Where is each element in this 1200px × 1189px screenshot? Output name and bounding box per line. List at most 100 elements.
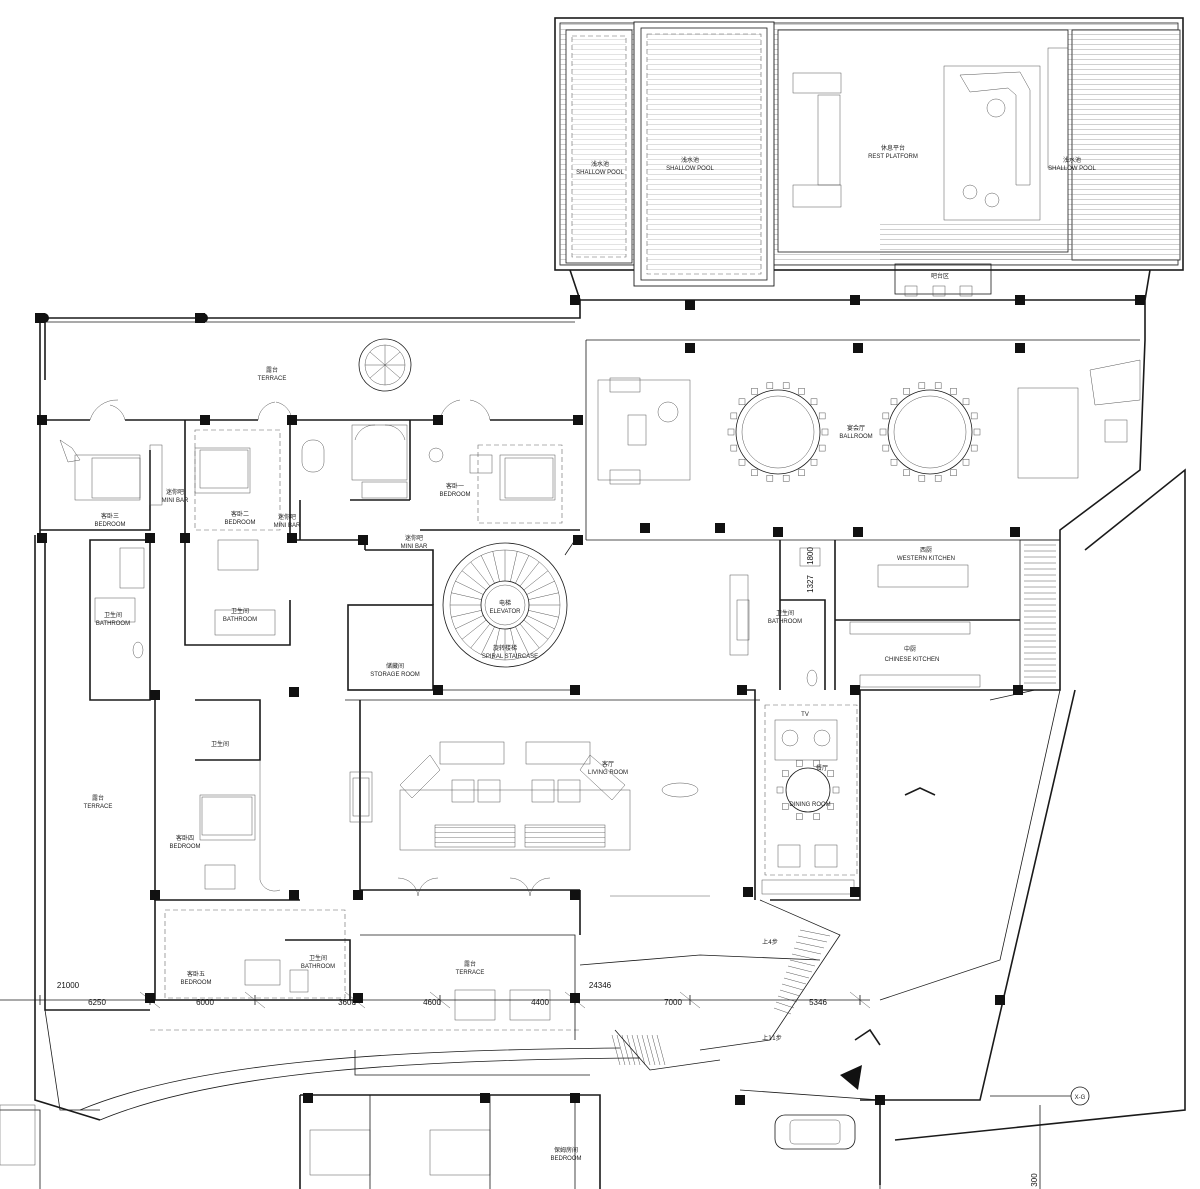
bedroom1-label: BEDROOM (439, 492, 470, 498)
stair-tread (515, 555, 530, 584)
bath-b5-label-cn: 卫生间 (309, 954, 327, 962)
dining-table (785, 767, 831, 813)
dining-chair (776, 786, 784, 794)
ballroom-chair (727, 428, 735, 436)
column (358, 535, 368, 545)
column (1013, 685, 1023, 695)
round-planter-icon (358, 338, 412, 392)
column (850, 295, 860, 305)
ballroom-chair (918, 475, 926, 482)
dining-chair (813, 760, 820, 767)
column (1010, 527, 1020, 537)
stair-tread (773, 1007, 792, 1015)
column (433, 685, 443, 695)
bedroom5-label: BEDROOM (180, 980, 211, 986)
column (289, 890, 299, 900)
stair-tread (631, 1034, 641, 1066)
column (145, 993, 155, 1003)
ballroom-chair (782, 382, 790, 389)
stair-tread (461, 570, 487, 591)
terrace-top-label: TERRACE (258, 376, 287, 382)
ballroom-chair (766, 475, 774, 482)
north-arrow-icon (840, 1065, 862, 1090)
stair-tread (526, 580, 555, 595)
column (150, 890, 160, 900)
elevator-label: ELEVATOR (489, 609, 521, 615)
ballroom-chair (821, 428, 829, 436)
south-area (0, 934, 641, 1189)
chinese-kitchen-label: CHINESE KITCHEN (885, 657, 940, 663)
ballroom-chair (903, 388, 910, 395)
stair-tread (480, 626, 495, 655)
grid-tag-label: X-G (1075, 1095, 1086, 1101)
stair-tread (455, 580, 484, 595)
stair-tread (492, 628, 500, 659)
dim-3600: 3600 (338, 998, 356, 1007)
up-11-steps-label: 上11步 (762, 1034, 782, 1042)
stair-tread (783, 977, 807, 985)
ballroom-chair (890, 458, 898, 466)
ballroom-chair (738, 458, 746, 466)
terrace-bottom-label-cn: 露台 (464, 960, 476, 968)
stair-tread (492, 551, 500, 582)
ballroom-chair (798, 388, 805, 395)
column (37, 415, 47, 425)
pool-bar-label: 吧台区 (931, 272, 949, 280)
dim-6250: 6250 (88, 998, 106, 1007)
dining-chair (782, 803, 789, 810)
stair-tread (785, 971, 810, 979)
bedroom3-label: BEDROOM (94, 522, 125, 528)
stair-tread (797, 935, 828, 943)
living-label-cn: 客厅 (602, 760, 614, 768)
bedroom1-label-cn: 客卧一 (446, 482, 464, 490)
stair-tread (523, 570, 549, 591)
ballroom-chair (782, 475, 790, 482)
ballroom-chair (818, 444, 826, 452)
column (735, 1095, 745, 1105)
column (1015, 295, 1025, 305)
stair-tread (787, 965, 813, 973)
dim-21000: 21000 (57, 981, 80, 990)
storage-label-cn: 储藏间 (386, 662, 404, 670)
exterior-paths (579, 468, 1186, 1189)
ballroom-chair (962, 458, 970, 466)
pool1-label-cn: 浅水池 (591, 160, 609, 168)
stair-tread (451, 592, 482, 600)
bath-kitchen-label: BATHROOM (768, 619, 802, 625)
ballroom-chair (934, 475, 942, 482)
column (353, 890, 363, 900)
dim-24346: 24346 (589, 981, 612, 990)
rest-platform-label: REST PLATFORM (868, 154, 918, 160)
dim-300: 300 (1030, 1173, 1039, 1187)
ballroom-chair (798, 469, 805, 476)
ballroom-chair (818, 412, 826, 420)
western-kitchen-label-cn: 西厨 (920, 547, 932, 554)
stair-tread (651, 1034, 661, 1066)
bath-left-label-cn: 卫生间 (104, 611, 122, 619)
column (1135, 295, 1145, 305)
dining-chair (796, 813, 803, 820)
bedroom-bottom-label: BEDROOM (550, 1156, 581, 1162)
column (685, 343, 695, 353)
western-kitchen-label: WESTERN KITCHEN (897, 556, 955, 562)
elevator-label-cn: 电梯 (499, 599, 511, 607)
column (480, 1093, 490, 1103)
stair-tread (451, 610, 482, 618)
ballroom-label-cn: 宴会厅 (847, 424, 865, 432)
stair-tread (611, 1034, 621, 1066)
minibar2-label: MINI BAR (274, 523, 301, 529)
stair-tread (646, 1034, 656, 1066)
terrace-bottom-label: TERRACE (456, 970, 485, 976)
structural-columns (35, 295, 1145, 1105)
spiral-label-cn: 旋转楼梯 (493, 644, 517, 652)
column (570, 295, 580, 305)
dim-4400: 4400 (531, 998, 549, 1007)
column (303, 1093, 313, 1103)
column (743, 887, 753, 897)
column (850, 887, 860, 897)
bedroom4-label-cn: 客卧四 (176, 834, 194, 842)
bedroom3-label-cn: 客卧三 (101, 512, 119, 520)
ballroom-chair (730, 444, 738, 452)
bedroom2-label-cn: 客卧二 (231, 510, 249, 518)
ballroom-chair (810, 458, 818, 466)
